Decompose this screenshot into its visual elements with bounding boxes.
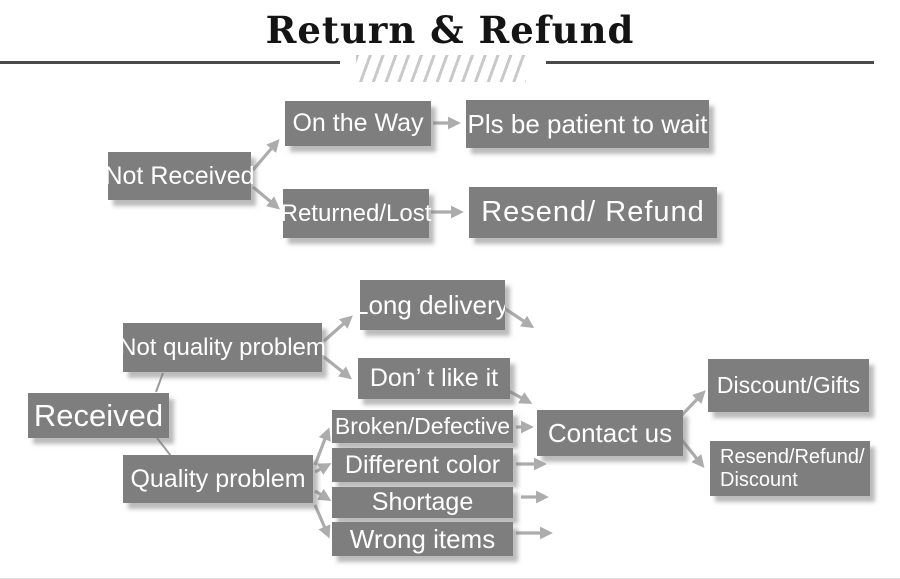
arrow-not-received-to-on-the-way	[251, 139, 280, 172]
node-not-quality-problem: Not quality problem	[119, 323, 326, 372]
node-resend-refund-discount-line2: Discount	[720, 468, 798, 491]
arrow-contact-us-to-resend-refund-discount	[679, 437, 705, 468]
node-different-color: Different color	[332, 448, 513, 482]
arrow-quality-to-wrong-items	[313, 504, 331, 539]
arrow-quality-to-different-color	[314, 463, 332, 475]
arrow-not-quality-to-long-delivery	[322, 315, 353, 343]
node-wrong-items: Wrong items	[332, 522, 513, 556]
arrow-contact-us-to-discount-gifts	[679, 390, 706, 418]
node-broken-defective: Broken/Defective	[332, 410, 513, 443]
arrow-not-received-to-returned-lost	[251, 185, 280, 210]
node-discount-gifts: Discount/Gifts	[708, 359, 869, 412]
arrow-not-quality-to-dont-like	[323, 355, 352, 380]
arrow-long-delivery-out	[500, 304, 535, 329]
node-long-delivery: Long delivery	[360, 280, 505, 330]
node-received: Received	[28, 393, 169, 438]
node-contact-us: Contact us	[537, 410, 683, 456]
node-resend-refund-discount-line1: Resend/Refund/	[720, 445, 865, 468]
node-resend-refund-discount: Resend/Refund/ Discount	[710, 441, 870, 496]
node-shortage: Shortage	[332, 487, 513, 518]
arrow-quality-to-shortage	[314, 488, 332, 502]
node-long-delivery-label: Long delivery	[360, 289, 505, 320]
divider-line-right	[546, 61, 874, 64]
node-quality-problem: Quality problem	[123, 455, 313, 503]
node-pls-be-patient: Pls be patient to wait	[466, 100, 709, 148]
page-title: Return & Refund	[265, 8, 635, 52]
node-returned-lost: Returned/Lost	[281, 189, 431, 238]
divider-line-left	[0, 61, 340, 64]
arrow-quality-to-broken	[313, 427, 331, 466]
line-received-to-quality	[156, 437, 172, 457]
hatch-pattern	[356, 55, 526, 82]
node-dont-like-it: Don’ t like it	[358, 358, 510, 399]
node-resend-refund: Resend/ Refund	[469, 187, 717, 238]
node-not-received: Not Received	[104, 152, 255, 200]
arrow-dont-like-to-contact-us	[506, 388, 533, 404]
line-received-to-not-quality	[155, 372, 164, 393]
node-on-the-way: On the Way	[285, 101, 431, 146]
